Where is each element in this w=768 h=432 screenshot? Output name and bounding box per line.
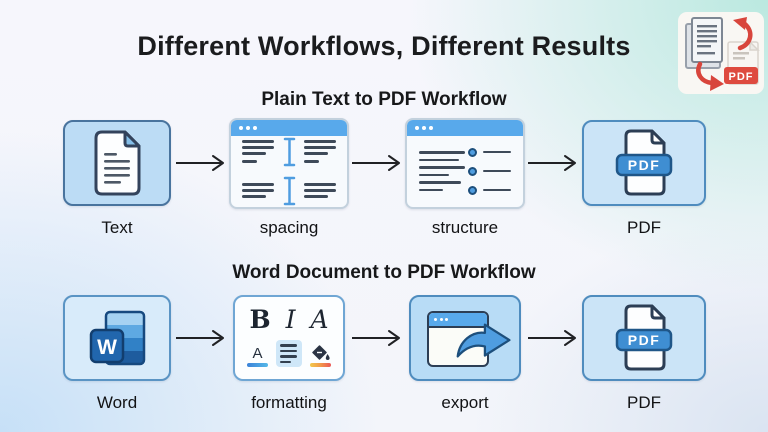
arrow-connector bbox=[349, 116, 405, 210]
window-dot bbox=[434, 318, 437, 321]
workflow-row-word: W Word B I A bbox=[0, 291, 768, 413]
pdf-badge-label: PDF bbox=[628, 332, 661, 348]
step-label-spacing: spacing bbox=[259, 218, 319, 237]
pdf-badge-label: PDF bbox=[628, 157, 661, 173]
word-icon: W bbox=[89, 310, 146, 366]
right-arrow-icon bbox=[352, 330, 400, 346]
formatting-icon: B I A A bbox=[233, 295, 345, 381]
arrow-connector bbox=[173, 116, 229, 210]
step-structure: structure bbox=[405, 116, 525, 238]
workflow-heading-word: Word Document to PDF Workflow bbox=[232, 262, 536, 283]
step-label-formatting: formatting bbox=[251, 393, 327, 412]
export-arrow-icon bbox=[456, 323, 511, 358]
step-spacing: spacing bbox=[229, 116, 349, 238]
window-dot bbox=[253, 125, 257, 130]
arrow-connector bbox=[525, 291, 581, 385]
step-box-word: W bbox=[63, 295, 171, 381]
ibeam-cursor-icon bbox=[283, 137, 295, 166]
window-dot bbox=[246, 125, 250, 130]
step-word: W Word bbox=[61, 291, 173, 413]
arrow-connector bbox=[349, 291, 405, 385]
spacing-window-icon bbox=[229, 117, 349, 209]
bullet-icon bbox=[468, 185, 477, 195]
underline-a-glyph: A bbox=[252, 344, 263, 362]
step-box-pdf: PDF bbox=[582, 295, 706, 381]
step-label-structure: structure bbox=[431, 218, 499, 237]
step-pdf-1: PDF PDF bbox=[581, 116, 707, 238]
step-pdf-2: PDF PDF bbox=[581, 291, 707, 413]
right-arrow-icon bbox=[176, 155, 224, 171]
window-dot bbox=[239, 125, 243, 130]
step-formatting: B I A A bbox=[229, 291, 349, 413]
window-titlebar bbox=[407, 119, 523, 136]
right-arrow-icon bbox=[528, 155, 576, 171]
export-window-icon bbox=[409, 295, 521, 381]
right-arrow-icon bbox=[176, 330, 224, 346]
paint-bucket-icon bbox=[311, 344, 330, 360]
step-label-text: Text bbox=[101, 218, 133, 237]
structure-window-icon bbox=[405, 117, 525, 209]
window-titlebar bbox=[429, 313, 487, 328]
window-titlebar bbox=[231, 119, 347, 136]
workflow-row-plain-text: Text bbox=[0, 116, 768, 238]
bullet-icon bbox=[468, 166, 477, 176]
window-dot bbox=[429, 125, 433, 130]
pdf-file-icon: PDF bbox=[615, 304, 673, 371]
fill-color-icon bbox=[310, 344, 331, 367]
step-box-pdf: PDF bbox=[582, 120, 706, 206]
step-export: export bbox=[405, 291, 525, 413]
window-icon bbox=[427, 311, 489, 367]
arrow-connector bbox=[173, 291, 229, 385]
right-arrow-icon bbox=[352, 155, 400, 171]
window-dot bbox=[439, 318, 443, 321]
window-dot bbox=[415, 125, 419, 130]
document-to-pdf-icon: PDF bbox=[678, 12, 764, 94]
step-label-pdf: PDF bbox=[627, 218, 661, 237]
align-text-icon bbox=[276, 340, 302, 367]
italic-glyph: I bbox=[285, 305, 296, 334]
ibeam-cursor-icon bbox=[283, 176, 295, 205]
step-label-export: export bbox=[441, 393, 489, 412]
text-document-icon bbox=[94, 130, 141, 196]
pdf-file-icon: PDF bbox=[615, 129, 673, 196]
font-color-icon: A bbox=[247, 344, 268, 367]
right-arrow-icon bbox=[528, 330, 576, 346]
step-label-word: Word bbox=[96, 393, 138, 412]
workflow-heading-plain-text: Plain Text to PDF Workflow bbox=[261, 89, 507, 110]
step-box-text bbox=[63, 120, 171, 206]
font-glyph: A bbox=[310, 305, 329, 334]
converter-logo: PDF bbox=[678, 12, 764, 94]
logo-pdf-label: PDF bbox=[729, 71, 754, 83]
page-title: Different Workflows, Different Results bbox=[137, 31, 631, 61]
bullet-icon bbox=[468, 147, 477, 157]
word-w-glyph: W bbox=[97, 336, 117, 359]
window-dot bbox=[445, 318, 448, 321]
window-dot bbox=[422, 125, 426, 130]
step-text: Text bbox=[61, 116, 173, 238]
step-label-pdf: PDF bbox=[627, 393, 661, 412]
bold-glyph: B bbox=[249, 305, 271, 334]
arrow-connector bbox=[525, 116, 581, 210]
